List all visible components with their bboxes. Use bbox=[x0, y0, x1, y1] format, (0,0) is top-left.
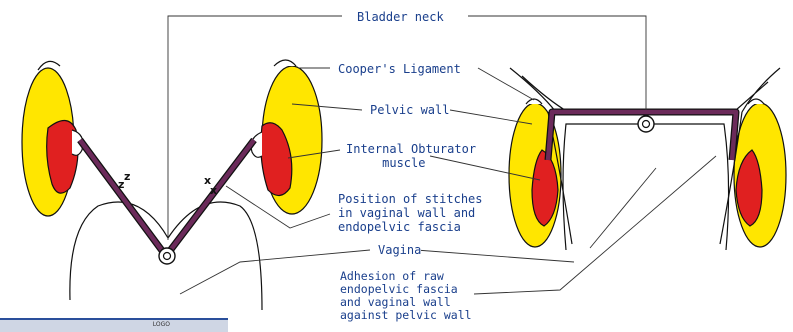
right-fig-ligament-lines bbox=[510, 68, 780, 112]
right-urethra bbox=[638, 116, 654, 132]
left-pelvis bbox=[22, 60, 322, 310]
label-bladder-neck: Bladder neck bbox=[357, 10, 444, 24]
right-cooper-ligament bbox=[274, 60, 296, 66]
label-stitches: Position of stitches in vaginal wall and… bbox=[338, 192, 483, 234]
label-coopers-ligament: Cooper's Ligament bbox=[338, 62, 461, 76]
corner-caption: LOGO bbox=[153, 321, 170, 328]
left-fascia-band bbox=[80, 140, 254, 256]
label-internal-obturator: Internal Obturator muscle bbox=[346, 142, 476, 170]
label-vagina: Vagina bbox=[378, 243, 421, 257]
label-pelvic-wall: Pelvic wall bbox=[370, 103, 449, 117]
left-urethra bbox=[159, 248, 175, 264]
left-stitch-mark-2: z bbox=[124, 172, 130, 182]
right-stitch-mark-2: x bbox=[210, 186, 217, 196]
right-fig-vaginal-outline bbox=[563, 124, 729, 250]
label-adhesion: Adhesion of raw endopelvic fascia and va… bbox=[340, 270, 472, 322]
left-fascia-band-fill bbox=[80, 140, 254, 256]
